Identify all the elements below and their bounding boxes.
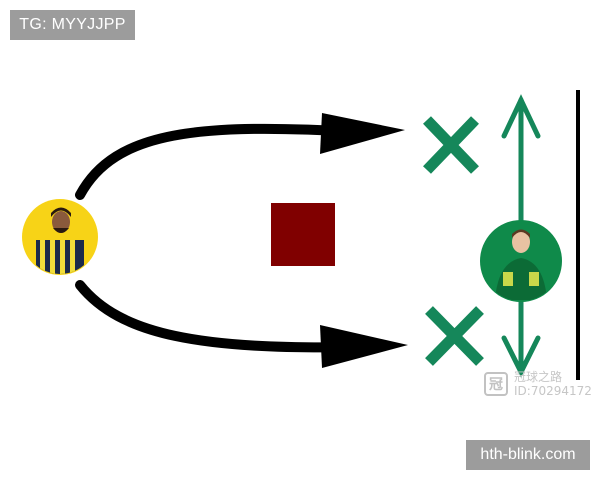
goalkeeper-down-arrow bbox=[501, 297, 541, 378]
x-mark-icon bbox=[425, 306, 484, 366]
goalkeeper-up-arrow bbox=[501, 94, 541, 225]
telegram-tag: TG: MYYJJPP bbox=[10, 10, 135, 40]
watermark: 冠 冠球之路 ID:70294172 bbox=[484, 370, 592, 398]
goalkeeper-avatar-icon bbox=[480, 220, 562, 302]
upper-run-arrow bbox=[75, 113, 405, 200]
x-mark-icon bbox=[423, 116, 479, 174]
watermark-id: ID:70294172 bbox=[514, 384, 592, 398]
obstacle-square bbox=[271, 203, 335, 266]
player-avatar-icon bbox=[22, 199, 98, 275]
watermark-name: 冠球之路 bbox=[514, 370, 563, 384]
lower-run-arrow bbox=[75, 280, 408, 368]
watermark-logo-icon: 冠 bbox=[484, 372, 508, 396]
site-tag[interactable]: hth-blink.com bbox=[466, 440, 590, 470]
